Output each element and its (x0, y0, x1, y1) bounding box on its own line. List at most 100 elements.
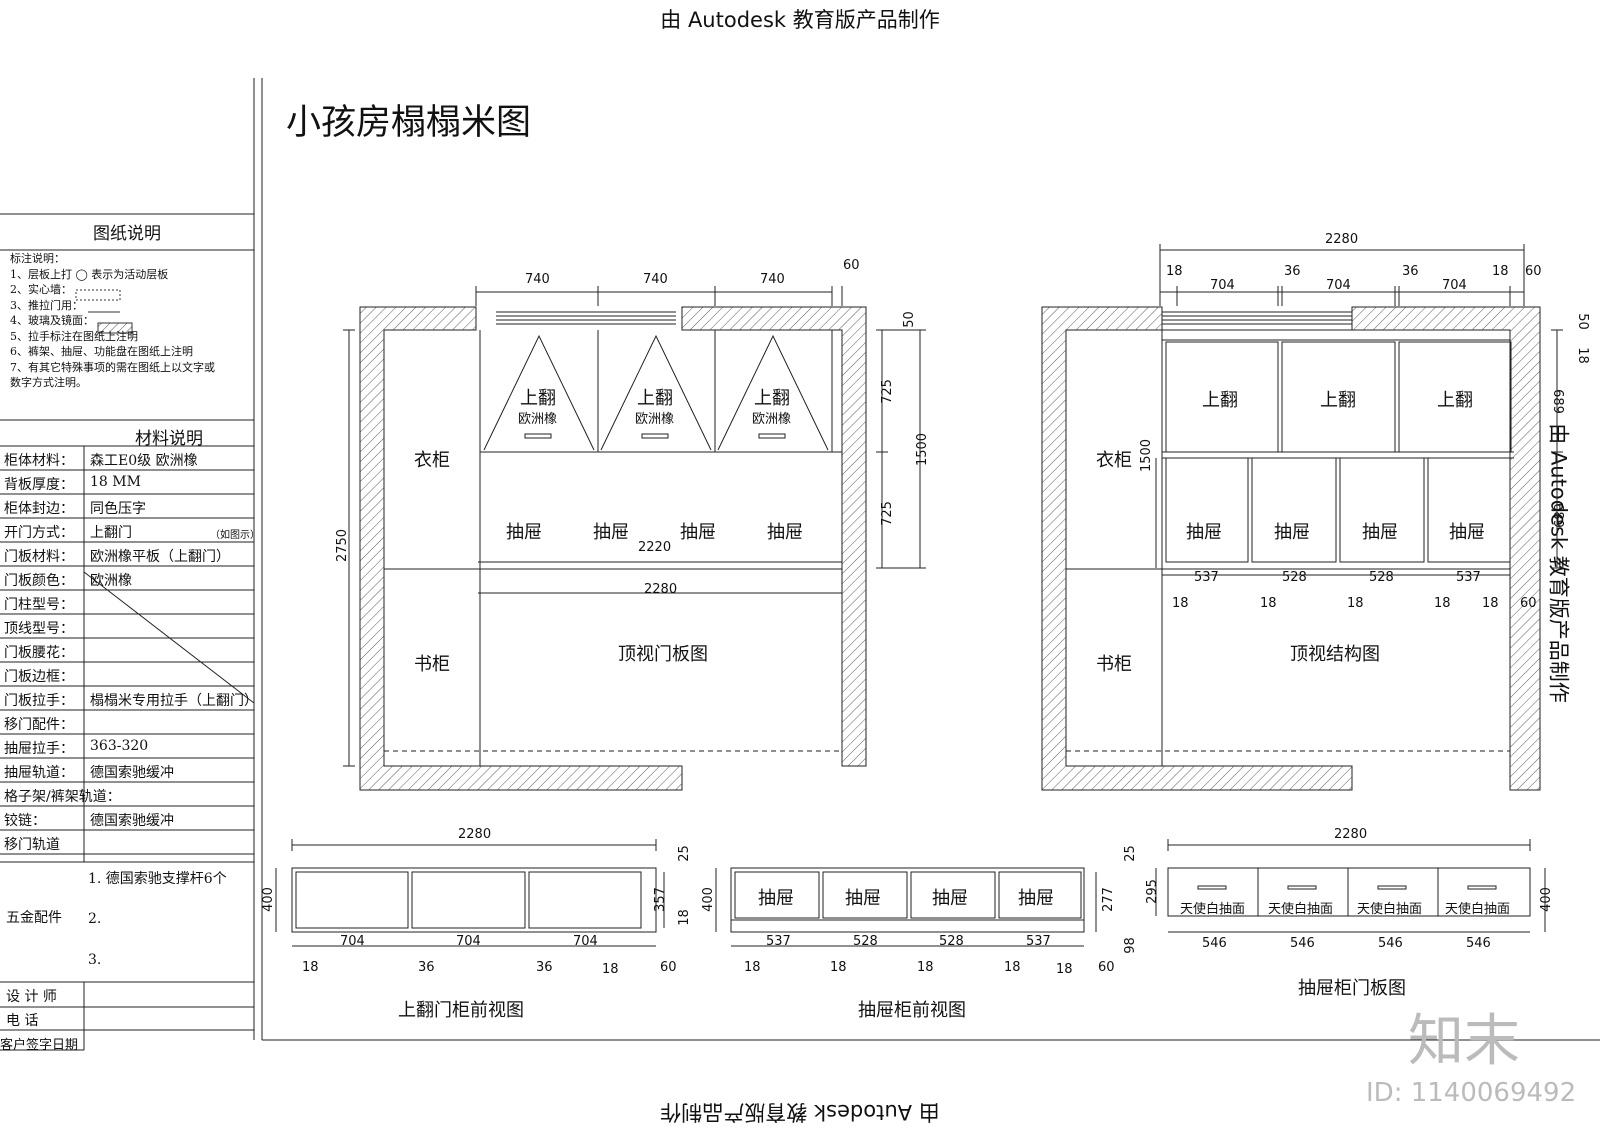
dim-label: 18 (917, 960, 934, 975)
material-value: 18 MM (90, 474, 141, 490)
dim-label: 689 (1549, 503, 1565, 528)
dim-label: 546 (1290, 936, 1315, 951)
material-key: 铰链： (4, 813, 46, 829)
label-material: 欧洲橡 (635, 412, 675, 427)
label-drawer: 抽屉 (506, 522, 542, 543)
materials-header: 材料说明 (135, 429, 203, 449)
dim-label: 18 (302, 960, 319, 975)
material-key: 门板腰花： (4, 645, 74, 661)
dim-label: 18 (1482, 596, 1499, 611)
material-value: 德国索驰缓冲 (90, 765, 174, 781)
hardware-item: 2. (88, 911, 102, 927)
label-material: 欧洲橡 (752, 412, 792, 427)
plan-structure-view (1041, 244, 1563, 791)
note-line: 5、拉手标注在图纸上注明 (10, 329, 138, 343)
dim-label: 400 (1538, 887, 1554, 912)
dim-label: 357 (652, 887, 668, 912)
dim-label: 60 (843, 258, 860, 273)
dim-label: 740 (760, 272, 785, 287)
material-key: 柜体材料： (4, 453, 74, 469)
dim-label: 98 (1122, 937, 1138, 954)
dim-label: 2220 (638, 540, 672, 555)
label-drawer: 抽屉 (1274, 522, 1310, 543)
note-line: 数字方式注明。 (10, 376, 87, 389)
dim-label: 537 (1456, 570, 1481, 585)
dim-label: 18 (1004, 960, 1021, 975)
material-value: 欧洲橡 (90, 573, 132, 589)
label-drawer-panel: 天使白抽面 (1268, 902, 1334, 917)
label-flip: 上翻 (1202, 390, 1238, 411)
dim-label: 18 (1574, 347, 1590, 364)
label-bookcase: 书柜 (414, 654, 450, 675)
dim-label: 36 (1402, 264, 1419, 279)
dim-label: 25 (1122, 845, 1138, 862)
label-flip: 上翻 (520, 388, 556, 409)
material-key: 门板颜色： (4, 573, 74, 589)
label-drawer: 抽屉 (1449, 522, 1485, 543)
dim-label: 60 (1520, 596, 1537, 611)
label-drawer: 抽屉 (932, 888, 968, 909)
label-wardrobe: 衣柜 (1096, 450, 1132, 471)
label-drawer: 抽屉 (1186, 522, 1222, 543)
dim-label: 704 (456, 934, 481, 949)
dim-label: 537 (1026, 934, 1051, 949)
dim-label: 528 (1282, 570, 1307, 585)
label-wardrobe: 衣柜 (414, 450, 450, 471)
hardware-item: 1. 德国索驰支撑杆6个 (88, 871, 227, 887)
material-note: （如图示） (210, 530, 260, 541)
dim-label: 18 (602, 962, 619, 977)
dim-label: 18 (1347, 596, 1364, 611)
material-key: 门板拉手： (4, 693, 74, 709)
note-line: 1、层板上打 ◯ 表示为活动层板 (10, 267, 169, 281)
material-key: 背板厚度： (4, 477, 74, 493)
dim-label: 546 (1202, 936, 1227, 951)
dim-label: 50 (1574, 313, 1590, 330)
dim-label: 36 (418, 960, 435, 975)
label-drawer: 抽屉 (845, 888, 881, 909)
dim-label: 740 (525, 272, 550, 287)
label-drawer-panel: 天使白抽面 (1180, 902, 1246, 917)
front-view-drawer-panels (1155, 839, 1546, 933)
front-view-drawer (715, 867, 1097, 947)
material-key: 柜体封边： (4, 501, 74, 517)
designer-label: 设 计 师 (6, 989, 57, 1005)
dim-label: 704 (573, 934, 598, 949)
dim-label: 25 (676, 845, 692, 862)
dim-label: 704 (1442, 278, 1467, 293)
front-view-flip-door (275, 839, 665, 947)
dim-label: 36 (536, 960, 553, 975)
dim-label: 704 (1326, 278, 1351, 293)
dim-label: 1500 (1139, 438, 1155, 473)
plan1-caption: 顶视门板图 (618, 644, 708, 665)
note-line: 6、裤架、抽屉、功能盘在图纸上注明 (10, 345, 193, 358)
label-flip: 上翻 (1437, 390, 1473, 411)
dim-label: 400 (700, 887, 716, 912)
label-drawer: 抽屉 (767, 522, 803, 543)
dim-label: 689 (1549, 389, 1565, 414)
label-flip: 上翻 (637, 388, 673, 409)
client-signature-label: 客户签字日期 (0, 1038, 79, 1053)
dim-label: 725 (879, 501, 895, 526)
label-flip: 上翻 (1320, 390, 1356, 411)
dim-label: 2280 (458, 827, 492, 842)
dim-label: 546 (1378, 936, 1403, 951)
material-key: 门板边框： (4, 669, 74, 685)
front1-caption: 上翻门柜前视图 (398, 1000, 524, 1021)
notes-list: 标注说明： 1、层板上打 ◯ 表示为活动层板 2、实心墙： 3、推拉门用： 4、… (10, 251, 254, 391)
note-line: 标注说明： (10, 252, 65, 265)
material-value: 363-320 (90, 738, 149, 754)
dim-label: 400 (260, 887, 276, 912)
label-bookcase: 书柜 (1096, 654, 1132, 675)
note-line: 3、推拉门用： (10, 298, 83, 312)
dim-label: 60 (1525, 264, 1542, 279)
dim-label: 704 (340, 934, 365, 949)
material-value: 德国索驰缓冲 (90, 813, 174, 829)
material-key: 移门轨道 (4, 837, 60, 853)
dim-label: 18 (1260, 596, 1277, 611)
dim-label: 295 (1144, 879, 1160, 904)
dim-label: 528 (939, 934, 964, 949)
dim-label: 60 (1098, 960, 1115, 975)
dim-label: 725 (879, 379, 895, 404)
dim-label: 60 (660, 960, 677, 975)
dim-label: 18 (1492, 264, 1509, 279)
